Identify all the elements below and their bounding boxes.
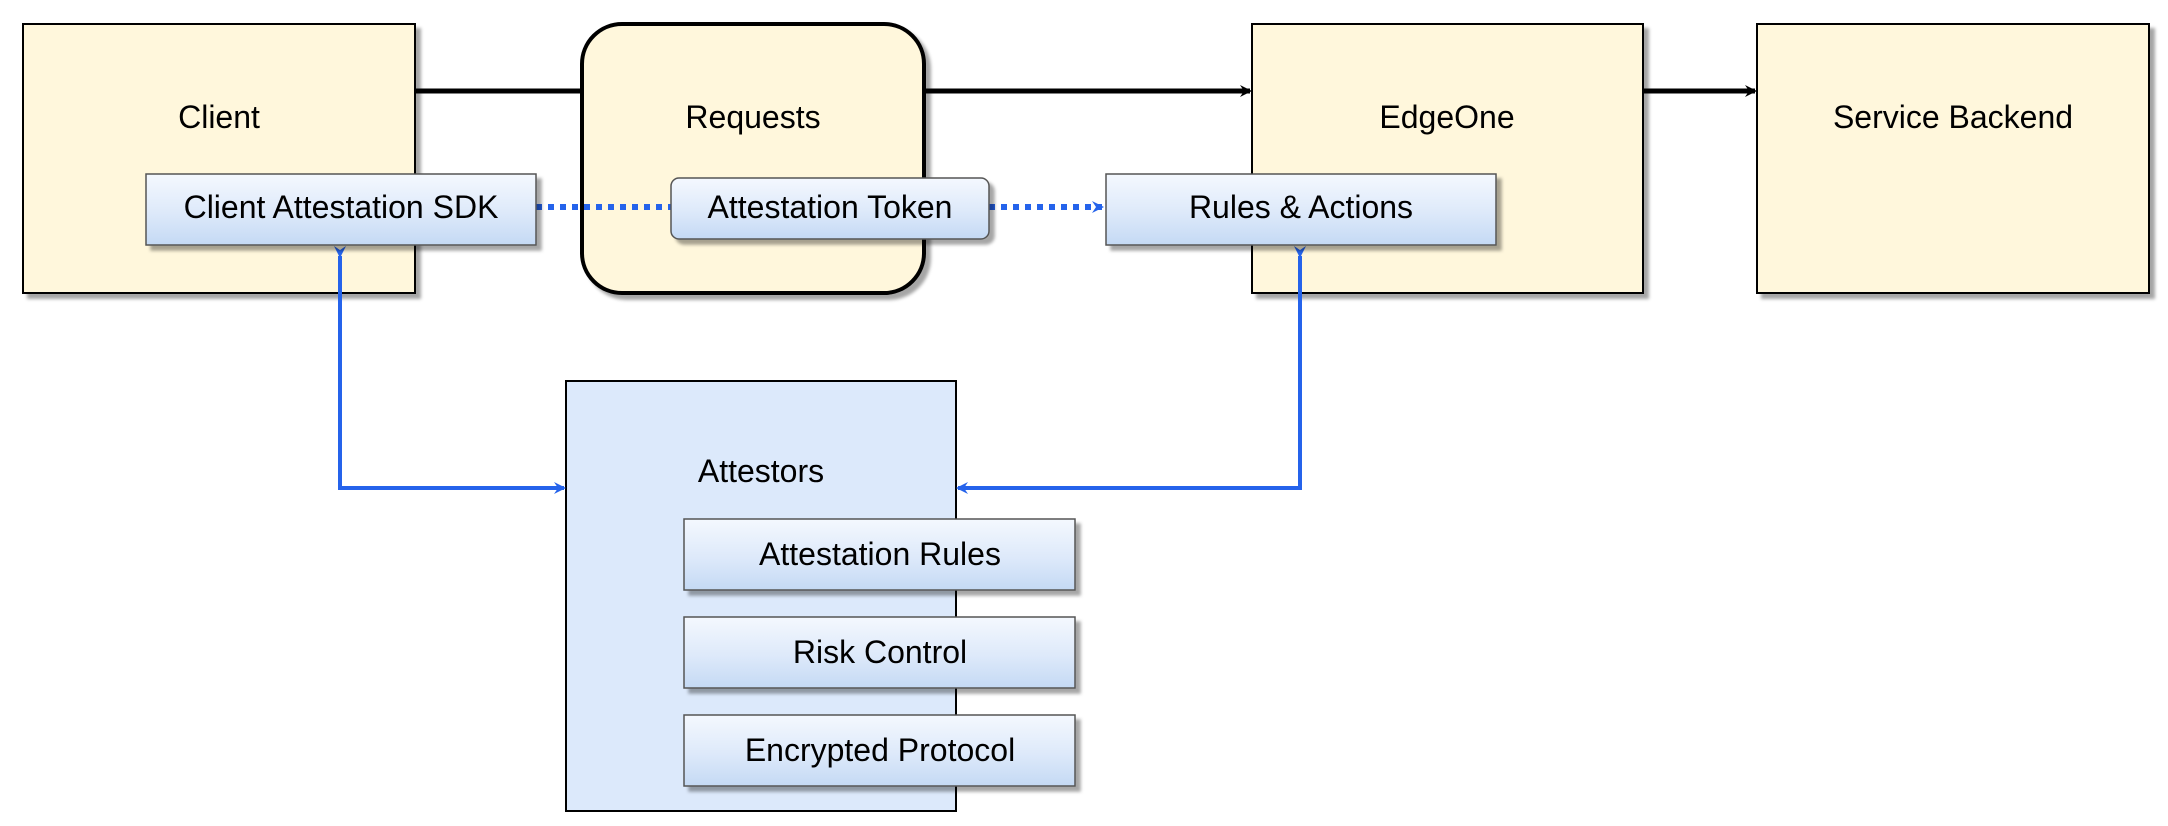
- service-backend-label: Service Backend: [1833, 99, 2073, 135]
- service-backend-container: Service Backend: [1756, 23, 2150, 294]
- encrypted-protocol-label: Encrypted Protocol: [745, 732, 1015, 768]
- client-container: Client: [22, 23, 416, 294]
- client-attestation-sdk-label: Client Attestation SDK: [184, 189, 499, 225]
- edgeone-label: EdgeOne: [1379, 99, 1514, 135]
- rules-attestors-connector: [956, 246, 1306, 494]
- attestor-connectors: [334, 246, 1306, 494]
- rules-and-actions-chip: Rules & Actions: [1105, 173, 1497, 246]
- client-attestation-sdk-chip: Client Attestation SDK: [145, 173, 537, 246]
- requests-container: Requests: [580, 22, 926, 295]
- attestors-label: Attestors: [698, 453, 824, 489]
- encrypted-protocol-chip: Encrypted Protocol: [683, 714, 1076, 787]
- attestation-token-chip: Attestation Token: [670, 177, 990, 240]
- requests-label: Requests: [685, 99, 820, 135]
- risk-control-chip: Risk Control: [683, 616, 1076, 689]
- client-label: Client: [178, 99, 260, 135]
- sdk-attestors-connector: [334, 246, 566, 494]
- rules-and-actions-label: Rules & Actions: [1189, 189, 1413, 225]
- attestation-token-label: Attestation Token: [708, 189, 953, 225]
- edgeone-container: EdgeOne: [1251, 23, 1644, 294]
- attestation-rules-chip: Attestation Rules: [683, 518, 1076, 591]
- risk-control-label: Risk Control: [793, 634, 967, 670]
- attestation-rules-label: Attestation Rules: [759, 536, 1001, 572]
